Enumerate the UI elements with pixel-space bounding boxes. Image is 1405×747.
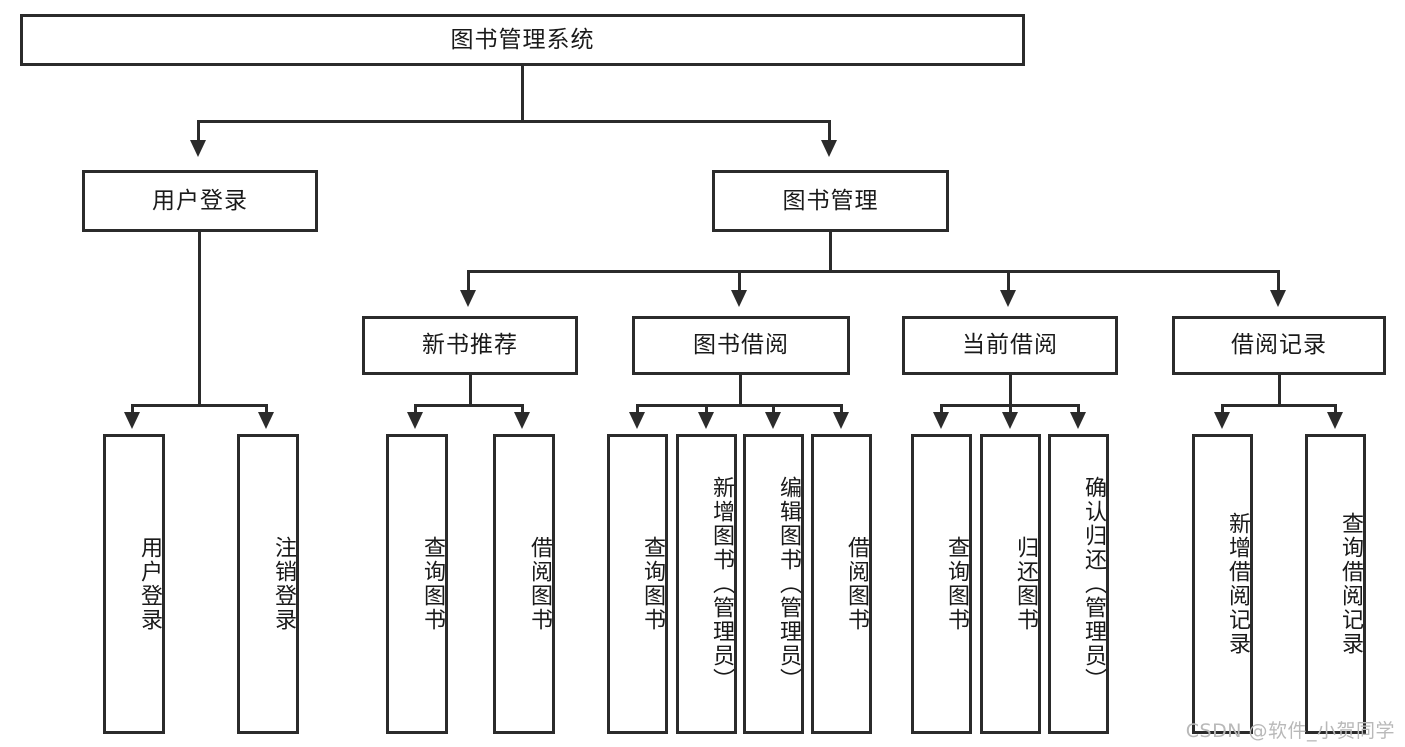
arrowhead-book-management xyxy=(821,140,837,157)
arrowhead-leaf-logout xyxy=(258,412,274,429)
arrowhead-nbr-leaf-2 xyxy=(514,412,530,429)
node-user-login[interactable]: 用户登录 xyxy=(82,170,318,232)
connector-cb-drop-2 xyxy=(1009,404,1012,415)
connector-br-drop-1 xyxy=(1221,404,1224,415)
leaf-nbr-query-book[interactable]: 查询图书 xyxy=(386,434,448,734)
connector-user-login-drop-2 xyxy=(265,404,268,415)
connector-nbr-drop-1 xyxy=(414,404,417,415)
connector-bb-bus xyxy=(636,404,843,407)
arrowhead-user-login xyxy=(190,140,206,157)
connector-bb-drop-4 xyxy=(840,404,843,415)
node-label: 查询图书 xyxy=(420,536,445,632)
arrowhead-bb-leaf-4 xyxy=(833,412,849,429)
node-label: 当前借阅 xyxy=(962,332,1058,358)
connector-bm-drop-book-borrow xyxy=(738,270,741,293)
arrowhead-cb-leaf-2 xyxy=(1002,412,1018,429)
node-current-borrow[interactable]: 当前借阅 xyxy=(902,316,1118,375)
node-label: 新增借阅记录 xyxy=(1225,512,1250,656)
connector-user-login-stem xyxy=(198,232,201,406)
node-label: 查询图书 xyxy=(640,536,665,632)
arrowhead-borrow-record xyxy=(1270,290,1286,307)
node-label: 查询借阅记录 xyxy=(1338,512,1363,656)
node-label: 用户登录 xyxy=(137,536,162,632)
node-book-borrow[interactable]: 图书借阅 xyxy=(632,316,850,375)
arrowhead-cb-leaf-1 xyxy=(933,412,949,429)
node-label: 新增图书（管理员） xyxy=(709,476,734,692)
connector-user-login-drop-1 xyxy=(131,404,134,415)
leaf-logout[interactable]: 注销登录 xyxy=(237,434,299,734)
leaf-br-query-record[interactable]: 查询借阅记录 xyxy=(1305,434,1366,734)
arrowhead-book-borrow xyxy=(731,290,747,307)
leaf-bb-add-book-admin[interactable]: 新增图书（管理员） xyxy=(676,434,737,734)
arrowhead-bb-leaf-1 xyxy=(629,412,645,429)
connector-br-stem xyxy=(1278,375,1281,407)
connector-nbr-stem xyxy=(469,375,472,407)
connector-bb-drop-1 xyxy=(636,404,639,415)
arrowhead-current-borrow xyxy=(1000,290,1016,307)
node-label: 编辑图书（管理员） xyxy=(776,476,801,692)
leaf-cb-query-book[interactable]: 查询图书 xyxy=(911,434,972,734)
connector-user-login-bus xyxy=(131,404,268,407)
connector-root-drop-book-management xyxy=(828,120,831,143)
leaf-bb-borrow-book[interactable]: 借阅图书 xyxy=(811,434,872,734)
node-label: 查询图书 xyxy=(944,536,969,632)
node-label: 图书管理 xyxy=(782,187,879,214)
connector-bm-drop-borrow-record xyxy=(1277,270,1280,293)
leaf-cb-confirm-return-admin[interactable]: 确认归还（管理员） xyxy=(1048,434,1109,734)
node-label: 图书管理系统 xyxy=(450,26,595,53)
node-book-management[interactable]: 图书管理 xyxy=(712,170,949,232)
connector-cb-drop-3 xyxy=(1077,404,1080,415)
arrowhead-leaf-user-login xyxy=(124,412,140,429)
connector-bm-drop-new-book xyxy=(467,270,470,293)
node-borrow-record[interactable]: 借阅记录 xyxy=(1172,316,1386,375)
connector-bm-drop-current-borrow xyxy=(1007,270,1010,293)
connector-br-bus xyxy=(1221,404,1337,407)
arrowhead-bb-leaf-2 xyxy=(698,412,714,429)
leaf-user-login[interactable]: 用户登录 xyxy=(103,434,165,734)
connector-br-drop-2 xyxy=(1334,404,1337,415)
node-label: 图书借阅 xyxy=(693,332,789,358)
connector-nbr-bus xyxy=(414,404,524,407)
node-label: 归还图书 xyxy=(1013,536,1038,632)
arrowhead-new-book-recommend xyxy=(460,290,476,307)
connector-book-management-bus xyxy=(467,270,1280,273)
arrowhead-br-leaf-1 xyxy=(1214,412,1230,429)
node-label: 借阅图书 xyxy=(527,536,552,632)
leaf-cb-return-book[interactable]: 归还图书 xyxy=(980,434,1041,734)
connector-bb-drop-3 xyxy=(772,404,775,415)
connector-cb-drop-1 xyxy=(940,404,943,415)
leaf-bb-edit-book-admin[interactable]: 编辑图书（管理员） xyxy=(743,434,804,734)
node-label: 注销登录 xyxy=(271,536,296,632)
connector-bb-drop-2 xyxy=(705,404,708,415)
arrowhead-cb-leaf-3 xyxy=(1070,412,1086,429)
node-root-book-management-system[interactable]: 图书管理系统 xyxy=(20,14,1025,66)
arrowhead-br-leaf-2 xyxy=(1327,412,1343,429)
connector-cb-stem xyxy=(1009,375,1012,407)
connector-book-management-stem xyxy=(829,232,832,272)
node-label: 借阅图书 xyxy=(844,536,869,632)
node-label: 确认归还（管理员） xyxy=(1081,476,1106,692)
arrowhead-bb-leaf-3 xyxy=(765,412,781,429)
connector-root-drop-user-login xyxy=(197,120,200,143)
leaf-bb-query-book[interactable]: 查询图书 xyxy=(607,434,668,734)
leaf-nbr-borrow-book[interactable]: 借阅图书 xyxy=(493,434,555,734)
connector-root-stem xyxy=(521,66,524,120)
arrowhead-nbr-leaf-1 xyxy=(407,412,423,429)
node-label: 新书推荐 xyxy=(422,332,518,358)
connector-root-bus xyxy=(197,120,831,123)
connector-bb-stem xyxy=(739,375,742,407)
node-new-book-recommend[interactable]: 新书推荐 xyxy=(362,316,578,375)
node-label: 借阅记录 xyxy=(1231,332,1327,358)
leaf-br-add-record[interactable]: 新增借阅记录 xyxy=(1192,434,1253,734)
connector-nbr-drop-2 xyxy=(521,404,524,415)
node-label: 用户登录 xyxy=(152,187,248,214)
